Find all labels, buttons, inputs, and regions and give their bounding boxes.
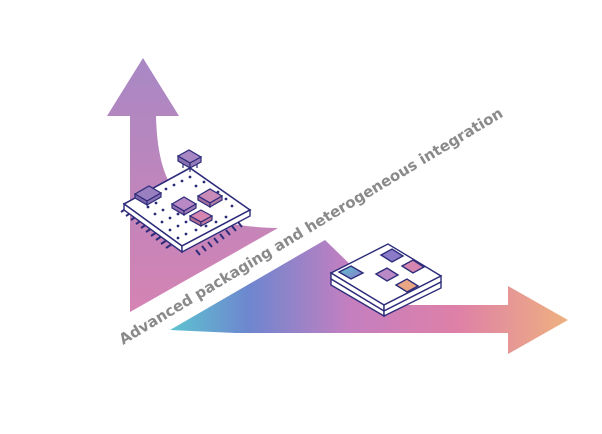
heterogeneous-integration-module-icon [329,243,443,318]
advanced-package-chip-icon [120,149,252,256]
vertical-arrow [107,58,278,312]
